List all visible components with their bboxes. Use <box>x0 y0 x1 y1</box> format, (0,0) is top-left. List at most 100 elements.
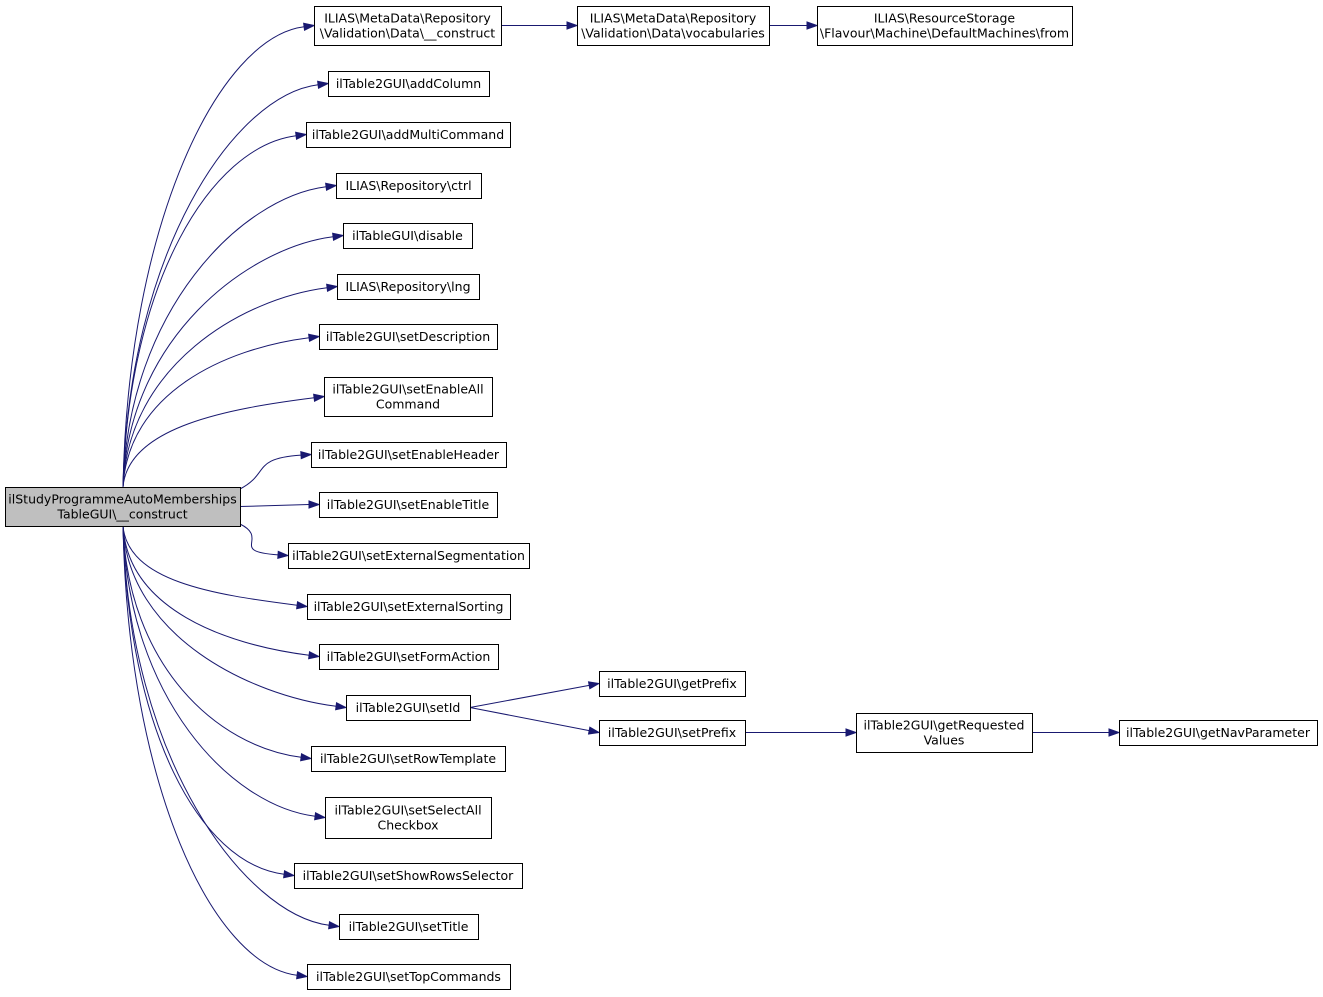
edge-root-n7 <box>122 236 334 488</box>
node-box <box>577 6 770 46</box>
function-node-n11[interactable]: ilTable2GUI\setEnableHeader <box>311 442 507 468</box>
edge-root-n1 <box>122 26 305 488</box>
node-label: Command <box>376 397 440 412</box>
function-node-n2[interactable]: ILIAS\MetaData\Repository\Validation\Dat… <box>577 6 770 46</box>
arrowhead-root-n6 <box>325 182 338 191</box>
arrowhead-n2-n3 <box>806 21 819 30</box>
arrowhead-root-n7 <box>332 232 345 241</box>
node-label: ilTable2GUI\setEnableAll <box>332 382 483 397</box>
node-box <box>288 543 530 569</box>
node-box <box>856 713 1033 753</box>
node-box <box>1119 720 1318 746</box>
edge-root-n24 <box>122 525 330 926</box>
node-label: ilTable2GUI\setDescription <box>326 329 490 344</box>
edge-root-n23 <box>122 525 285 875</box>
node-box <box>306 122 511 148</box>
node-label: ilTable2GUI\setExternalSorting <box>314 599 504 614</box>
arrowhead-n16-n18 <box>587 726 601 735</box>
edges-layer <box>122 21 1121 980</box>
arrowhead-root-n14 <box>296 601 309 610</box>
node-label: ILIAS\ResourceStorage <box>874 11 1016 26</box>
arrowhead-root-n12 <box>308 500 321 509</box>
function-node-n4[interactable]: ilTable2GUI\addColumn <box>328 71 490 97</box>
node-box <box>599 671 746 697</box>
node-box <box>307 594 511 620</box>
function-node-n6[interactable]: ILIAS\Repository\ctrl <box>336 173 482 199</box>
node-label: ilStudyProgrammeAutoMemberships <box>8 492 236 507</box>
node-label: ilTable2GUI\setId <box>356 700 461 715</box>
function-node-n9[interactable]: ilTable2GUI\setDescription <box>319 324 498 350</box>
function-node-n20[interactable]: ilTable2GUI\getNavParameter <box>1119 720 1318 746</box>
node-label: ILIAS\Repository\lng <box>345 279 470 294</box>
node-box <box>336 173 482 199</box>
arrowhead-root-n25 <box>296 971 309 980</box>
node-label: \Validation\Data\vocabularies <box>581 26 765 41</box>
arrowhead-root-n21 <box>300 753 313 762</box>
node-box <box>346 695 471 721</box>
arrowhead-root-n24 <box>328 921 341 930</box>
arrowhead-root-n23 <box>283 870 296 879</box>
function-node-n13[interactable]: ilTable2GUI\setExternalSegmentation <box>288 543 530 569</box>
function-node-n18[interactable]: ilTable2GUI\setPrefix <box>599 720 746 746</box>
node-box <box>343 223 473 249</box>
function-node-n1[interactable]: ILIAS\MetaData\Repository\Validation\Dat… <box>314 6 502 46</box>
arrowhead-root-n15 <box>308 651 321 660</box>
node-box <box>307 964 511 990</box>
node-label: \Validation\Data\__construct <box>320 26 495 41</box>
edge-root-n12 <box>239 504 310 507</box>
function-node-n24[interactable]: ilTable2GUI\setTitle <box>339 914 479 940</box>
node-label: ilTable2GUI\getNavParameter <box>1126 725 1311 740</box>
function-node-n23[interactable]: ilTable2GUI\setShowRowsSelector <box>294 863 523 889</box>
node-label: ilTable2GUI\addColumn <box>336 76 481 91</box>
node-label: ilTable2GUI\setSelectAll <box>334 803 481 818</box>
arrowhead-root-n8 <box>326 283 339 292</box>
node-box <box>314 6 502 46</box>
edge-root-n9 <box>122 337 310 488</box>
edge-root-n22 <box>122 525 316 817</box>
node-box <box>311 746 506 772</box>
arrowhead-root-n22 <box>314 812 327 821</box>
node-label: ILIAS\Repository\ctrl <box>345 178 471 193</box>
node-box <box>319 324 498 350</box>
function-node-n12[interactable]: ilTable2GUI\setEnableTitle <box>319 492 498 518</box>
function-node-n15[interactable]: ilTable2GUI\setFormAction <box>319 644 499 670</box>
node-label: ILIAS\MetaData\Repository <box>590 11 757 26</box>
edge-root-n5 <box>122 135 297 488</box>
node-label: ilTable2GUI\setShowRowsSelector <box>303 868 515 883</box>
function-node-n21[interactable]: ilTable2GUI\setRowTemplate <box>311 746 506 772</box>
edge-root-n14 <box>122 525 298 606</box>
edge-n16-n18 <box>469 707 590 732</box>
node-label: ilTable2GUI\getRequested <box>864 718 1025 733</box>
node-label: ilTableGUI\disable <box>352 228 463 243</box>
node-label: ilTable2GUI\setExternalSegmentation <box>292 548 525 563</box>
node-label: Checkbox <box>377 818 438 833</box>
function-node-n17[interactable]: ilTable2GUI\getPrefix <box>599 671 746 697</box>
function-node-n3[interactable]: ILIAS\ResourceStorage\Flavour\Machine\De… <box>817 6 1073 46</box>
node-label: Values <box>924 733 965 748</box>
node-box <box>817 6 1073 46</box>
arrowhead-root-n1 <box>303 22 316 31</box>
function-node-n16[interactable]: ilTable2GUI\setId <box>346 695 471 721</box>
function-node-n14[interactable]: ilTable2GUI\setExternalSorting <box>307 594 511 620</box>
arrowhead-n1-n2 <box>566 21 579 30</box>
node-label: ilTable2GUI\setEnableTitle <box>327 497 490 512</box>
node-label: ILIAS\MetaData\Repository <box>324 11 491 26</box>
edge-root-n16 <box>122 525 337 707</box>
function-node-n25[interactable]: ilTable2GUI\setTopCommands <box>307 964 511 990</box>
function-node-n8[interactable]: ILIAS\Repository\lng <box>337 274 480 300</box>
function-node-root[interactable]: ilStudyProgrammeAutoMembershipsTableGUI\… <box>5 487 241 527</box>
node-box <box>311 442 507 468</box>
function-node-n5[interactable]: ilTable2GUI\addMultiCommand <box>306 122 511 148</box>
node-label: ilTable2GUI\setPrefix <box>608 725 736 740</box>
arrowhead-n19-n20 <box>1108 728 1121 737</box>
node-label: ilTable2GUI\setTopCommands <box>316 969 501 984</box>
node-label: ilTable2GUI\setRowTemplate <box>320 751 496 766</box>
node-label: ilTable2GUI\setFormAction <box>327 649 491 664</box>
function-node-n7[interactable]: ilTableGUI\disable <box>343 223 473 249</box>
node-box <box>599 720 746 746</box>
node-box <box>294 863 523 889</box>
